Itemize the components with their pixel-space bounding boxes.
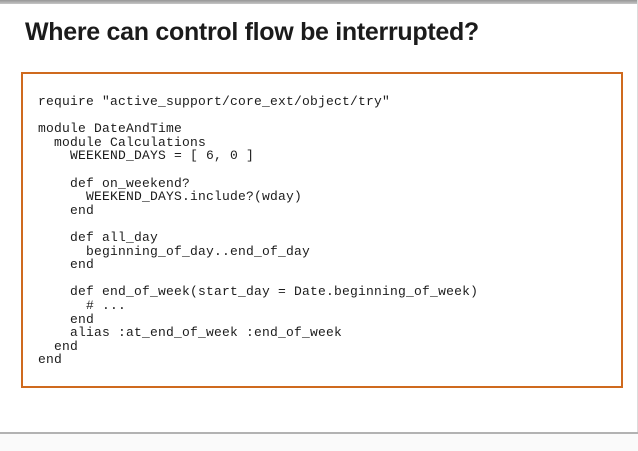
bottom-letterbox: [0, 434, 638, 451]
top-edge-bar: [0, 0, 638, 4]
slide-title: Where can control flow be interrupted?: [25, 18, 479, 46]
code-block: require "active_support/core_ext/object/…: [21, 72, 623, 388]
bottom-edge-line: [0, 432, 638, 434]
code-text: require "active_support/core_ext/object/…: [38, 94, 479, 368]
